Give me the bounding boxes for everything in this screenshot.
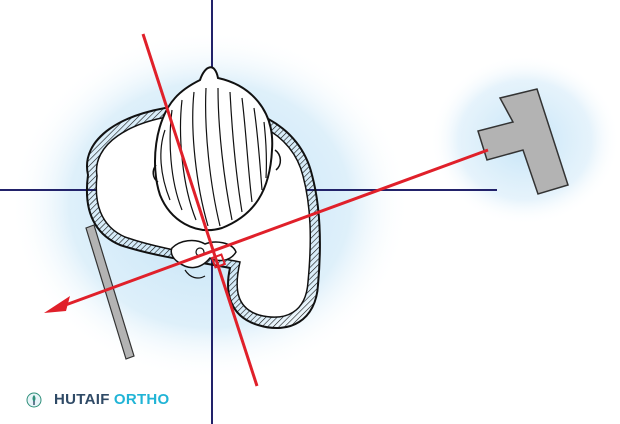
xray-tube-icon [477, 88, 569, 195]
beam-direction-arrow-icon [44, 296, 70, 313]
image-detector-icon [85, 224, 135, 360]
hutaif-ortho-logo-icon [26, 392, 42, 407]
midsagittal-plane-line [141, 33, 259, 387]
central-ray-beam-line [59, 148, 489, 309]
brand-watermark: HUTAIF ORTHO [26, 391, 170, 408]
hair-detail [152, 66, 282, 232]
brand-name-part1: HUTAIF [54, 391, 110, 408]
right-angle-marker [210, 253, 227, 269]
beam-lines [44, 33, 489, 387]
brand-name-part2: ORTHO [113, 391, 170, 408]
